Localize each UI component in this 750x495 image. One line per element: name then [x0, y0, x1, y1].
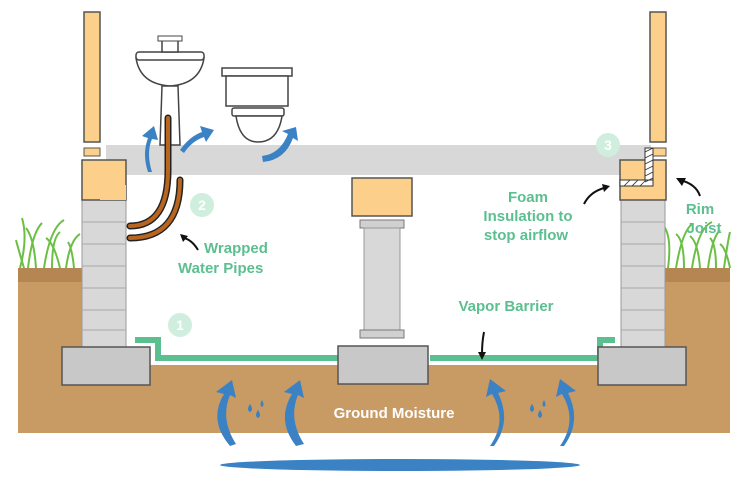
ground-moisture-arrows: [216, 379, 576, 446]
marker-3-text: 3: [604, 137, 612, 153]
grass-left: [15, 217, 81, 269]
marker-1: 1: [168, 313, 192, 337]
label-vapor-barrier: Vapor Barrier: [458, 298, 553, 315]
floor-subfloor: [106, 145, 651, 175]
center-pier-cap: [359, 219, 405, 229]
airflow-arrows: [142, 126, 298, 172]
center-pier-base-cap: [359, 329, 405, 339]
sink: [135, 35, 205, 146]
groundwater-puddle: [220, 459, 580, 471]
marker-2-text: 2: [198, 197, 206, 213]
center-footing: [337, 345, 429, 385]
label-foam-3: stop airflow: [484, 227, 569, 244]
right-foundation-wall: [620, 199, 666, 349]
marker-2: 2: [190, 193, 214, 217]
right-wall-stud: [649, 11, 667, 143]
label-foam-2: Insulation to: [483, 208, 572, 225]
marker-1-text: 1: [176, 317, 184, 333]
toilet: [221, 67, 293, 143]
label-foam-1: Foam: [508, 189, 548, 206]
grass-right: [663, 221, 731, 269]
left-footing: [61, 346, 151, 386]
left-plate-1: [83, 147, 101, 157]
marker-3: 3: [596, 133, 620, 157]
left-sill: [100, 185, 126, 200]
right-footing: [597, 346, 687, 386]
label-rim-1: Rim: [686, 201, 714, 218]
center-pier-column: [363, 227, 401, 331]
label-rim-2: Joist: [686, 220, 721, 237]
water-droplets: [248, 400, 546, 418]
label-pointer-arrowheads: [180, 178, 686, 360]
left-wall-stud: [83, 11, 101, 143]
label-ground-moisture: Ground Moisture: [334, 405, 455, 422]
foam-insulation-strip: [619, 147, 654, 187]
wrapped-water-pipes: [126, 114, 184, 242]
center-pier-beam: [351, 177, 413, 217]
left-foundation-wall: [81, 199, 127, 349]
label-wrapped-pipes-1: Wrapped: [204, 240, 268, 257]
label-wrapped-pipes-2: Water Pipes: [178, 260, 263, 277]
